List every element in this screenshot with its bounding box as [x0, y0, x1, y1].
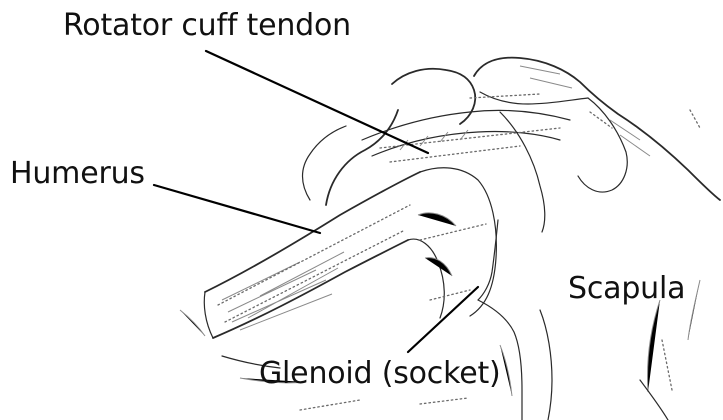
acromion	[392, 58, 720, 232]
label-rotator-cuff-tendon: Rotator cuff tendon	[63, 8, 351, 43]
humerus-bone	[204, 110, 496, 338]
labels: Rotator cuff tendon Humerus Scapula Glen…	[10, 8, 685, 391]
pointer-lines	[154, 51, 478, 352]
label-scapula: Scapula	[568, 271, 685, 306]
label-glenoid-socket: Glenoid (socket)	[259, 356, 501, 391]
rotator-cuff-pointer	[206, 51, 428, 153]
humerus-pointer	[154, 185, 320, 233]
label-humerus: Humerus	[10, 156, 145, 191]
